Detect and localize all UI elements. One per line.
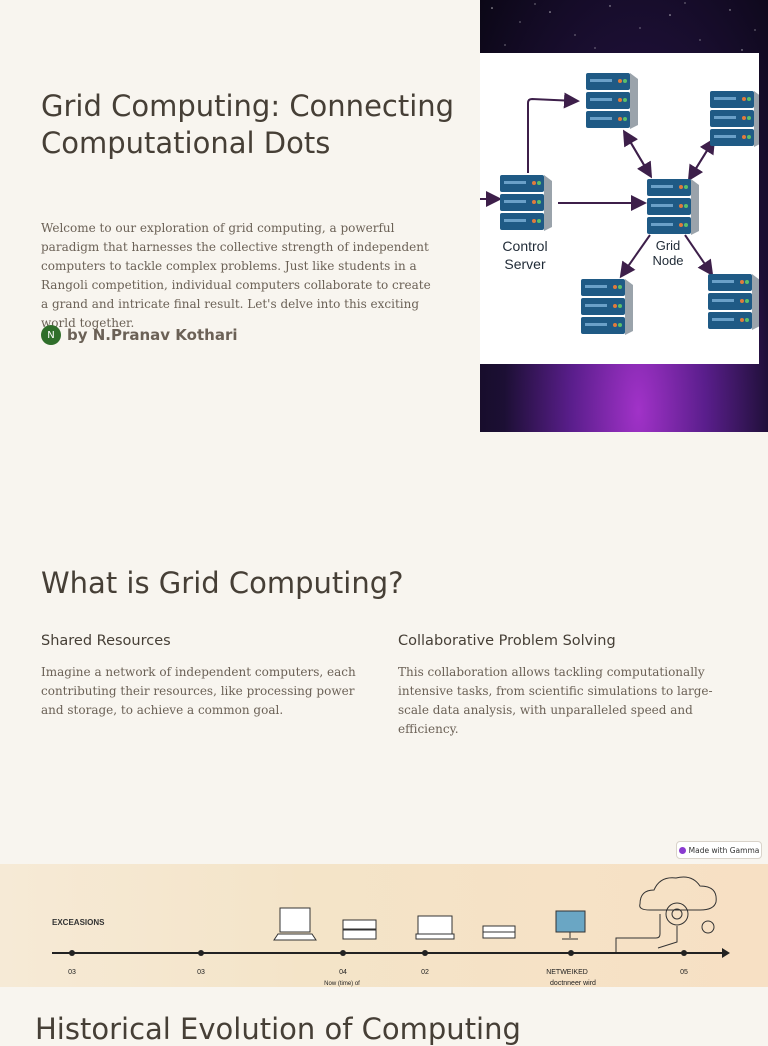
hero-image: Control Server Grid Node (480, 0, 768, 432)
server-icon (586, 73, 638, 129)
laptop-icon (273, 907, 317, 941)
made-with-gamma-badge[interactable]: Made with Gamma (676, 841, 762, 859)
timeline-label: NETWEIKED (546, 969, 588, 976)
card-body: This collaboration allows tackling compu… (398, 665, 713, 736)
author-name: by N.Pranav Kothari (67, 326, 238, 344)
timeline-banner: EXCEASIONS 03 03 04 02 NETWEIKED 05 Now … (0, 864, 768, 987)
node-label: Node (652, 253, 683, 268)
control-server-icon (500, 175, 552, 231)
cloud-icon (615, 876, 717, 952)
monitor-icon (555, 910, 586, 940)
card-body: Imagine a network of independent compute… (41, 665, 356, 717)
hero-title: Grid Computing: Connecting Computational… (41, 89, 455, 160)
card-title: Collaborative Problem Solving (398, 633, 616, 649)
timeline-label: 03 (197, 969, 205, 976)
card-collaborative: Collaborative Problem Solving This colla… (398, 633, 716, 739)
section-title: What is Grid Computing? (41, 566, 404, 600)
server-icon (581, 279, 633, 335)
timeline-label: 05 (680, 969, 688, 976)
server-icon (710, 91, 759, 147)
timeline-label: 02 (421, 969, 429, 976)
timeline-label: 03 (68, 969, 76, 976)
server-box-icon (342, 919, 377, 940)
computer-icon (415, 915, 455, 940)
grid-node-server-icon (647, 179, 699, 235)
timeline-heading: EXCEASIONS (52, 918, 105, 927)
card-title: Shared Resources (41, 633, 171, 649)
server-icon (708, 274, 759, 330)
author-line: N by N.Pranav Kothari (41, 325, 237, 345)
timeline-sublabel: Now (time) of (324, 981, 360, 987)
timeline-label: 04 (339, 969, 347, 976)
control-label: Control (502, 238, 547, 254)
node-label: Grid (656, 238, 681, 253)
control-label: Server (504, 256, 546, 272)
avatar: N (41, 325, 61, 345)
section-title-history: Historical Evolution of Computing (35, 1012, 521, 1046)
timeline-sublabel: doctnneer wird (550, 980, 596, 987)
starfield (491, 2, 756, 51)
card-shared-resources: Shared Resources Imagine a network of in… (41, 633, 361, 720)
grid-diagram: Control Server Grid Node (480, 53, 759, 364)
gamma-logo-icon (678, 846, 686, 854)
modem-icon (482, 925, 516, 939)
badge-label: Made with Gamma (688, 845, 760, 855)
timeline-illustration: EXCEASIONS 03 03 04 02 NETWEIKED 05 Now … (52, 876, 730, 987)
hero-description: Welcome to our exploration of grid compu… (41, 221, 431, 330)
